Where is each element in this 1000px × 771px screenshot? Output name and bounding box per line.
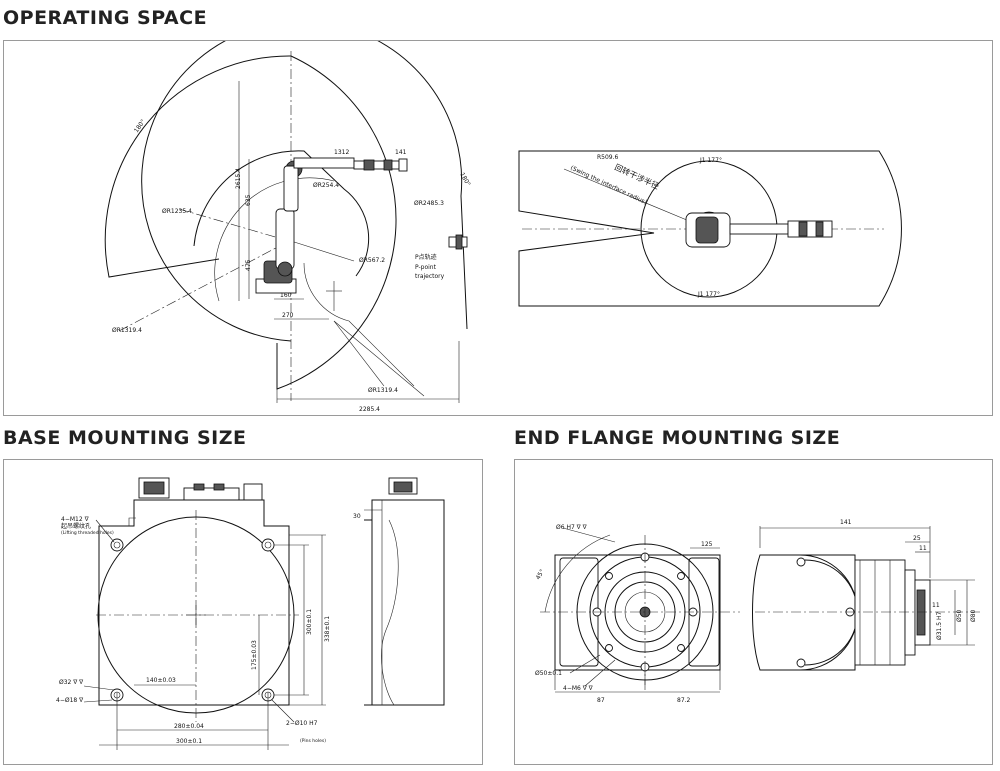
holes-label: Ø6 H7 ∇ ∇ bbox=[556, 524, 588, 531]
d30-label: 30 bbox=[353, 513, 361, 520]
p-point-cn: P点轨迹 bbox=[415, 253, 437, 261]
dim-475: 475 bbox=[245, 259, 252, 271]
d87-label: 87 bbox=[597, 697, 605, 704]
d11-label: 11 bbox=[919, 545, 927, 552]
operating-space-panel: 1312 141 ØR254.4 ØR1235.4 ØR2485.3 ØR567… bbox=[3, 40, 993, 416]
dim-635: 635 bbox=[245, 194, 252, 206]
radius-line-4 bbox=[333, 320, 425, 397]
dim-160: 160 bbox=[280, 292, 292, 299]
d300v-label: 300±0.1 bbox=[306, 609, 313, 635]
radius-line-1 bbox=[118, 240, 290, 332]
d872-label: 87.2 bbox=[677, 697, 691, 704]
flange-side-view bbox=[752, 526, 980, 671]
d315-label: Ø31.5 H7 bbox=[936, 611, 943, 640]
dim-r254: ØR254.4 bbox=[313, 182, 339, 189]
d50b-label: Ø50 bbox=[956, 609, 963, 622]
d141-label: 141 bbox=[840, 519, 852, 526]
dim-141: 141 bbox=[395, 149, 407, 156]
radius-line-5 bbox=[290, 240, 355, 262]
p-point-tool bbox=[448, 234, 468, 250]
radius-line-2 bbox=[178, 208, 290, 242]
base-connectors bbox=[138, 477, 263, 501]
swing-dim: R509.6 bbox=[597, 154, 619, 161]
title-end-flange-mounting-size: END FLANGE MOUNTING SIZE bbox=[514, 427, 841, 449]
p-point-en-1: P-point bbox=[415, 264, 437, 271]
lift-en: (Lifting threaded holes) bbox=[61, 530, 114, 536]
dim-r1235: ØR1235.4 bbox=[162, 208, 192, 215]
inner-envelope bbox=[141, 41, 468, 342]
d80-label: Ø80 bbox=[970, 609, 977, 622]
reach-arc-lower bbox=[303, 262, 415, 387]
d300h-label: 300±0.1 bbox=[176, 738, 202, 745]
d32-label: Ø32 ∇ ∇ bbox=[59, 679, 84, 686]
dim-r2485: ØR2485.3 bbox=[414, 200, 444, 207]
d50-label: Ø50±0.1 bbox=[535, 670, 562, 677]
j1-top: J1 177° bbox=[699, 157, 722, 164]
dim-r1319-bottom: ØR1319.4 bbox=[368, 387, 398, 394]
robot-top-view bbox=[685, 211, 833, 248]
d280-label: 280±0.04 bbox=[174, 723, 204, 730]
d18-label: 4−Ø18 ∇ bbox=[56, 697, 84, 704]
p-point-en-2: trajectory bbox=[415, 273, 445, 280]
dim-270: 270 bbox=[282, 312, 294, 319]
dim-2615: 2615.4 bbox=[235, 168, 242, 189]
flange-front-view bbox=[540, 527, 740, 693]
end-flange-panel: Ø6 H7 ∇ ∇ 45° 125 Ø50±0.1 4−M6 ∇ ∇ 87 87… bbox=[514, 459, 993, 765]
title-operating-space: OPERATING SPACE bbox=[3, 7, 208, 29]
base-outline bbox=[98, 499, 290, 706]
d125-label: 125 bbox=[701, 541, 713, 548]
dim-r1319-left: ØR1319.4 bbox=[112, 327, 142, 334]
reach-arc-small bbox=[214, 177, 335, 302]
dim-angle-180-right: 180° bbox=[458, 172, 471, 188]
end-flange-drawing: Ø6 H7 ∇ ∇ 45° 125 Ø50±0.1 4−M6 ∇ ∇ 87 87… bbox=[535, 519, 980, 704]
lift-cn: 起吊螺纹孔 bbox=[61, 522, 91, 530]
outer-envelope bbox=[104, 55, 397, 390]
d11b-label: 11 bbox=[932, 602, 940, 609]
angle-label: 45° bbox=[535, 568, 546, 581]
dim-1312: 1312 bbox=[334, 149, 349, 156]
reach-arc-mid bbox=[193, 150, 370, 277]
m6-label: 4−M6 ∇ ∇ bbox=[563, 685, 594, 692]
pin-en: (Pins holes) bbox=[300, 738, 326, 744]
d338-label: 338±0.1 bbox=[324, 616, 331, 642]
mount-hole-tr bbox=[261, 538, 275, 552]
d140-label: 140±0.03 bbox=[146, 677, 176, 684]
pin-label: 2−Ø10 H7 bbox=[286, 720, 318, 727]
robot-side-view bbox=[255, 157, 408, 294]
base-mounting-panel: 4−M12 ∇ 起吊螺纹孔 (Lifting threaded holes) Ø… bbox=[3, 459, 483, 765]
radius-line-3 bbox=[333, 320, 385, 387]
title-base-mounting-size: BASE MOUNTING SIZE bbox=[3, 427, 247, 449]
dim-2285: 2285.4 bbox=[359, 406, 380, 413]
base-mounting-drawing: 4−M12 ∇ 起吊螺纹孔 (Lifting threaded holes) Ø… bbox=[56, 477, 445, 750]
lift-label: 4−M12 ∇ bbox=[61, 516, 90, 523]
d175-label: 175±0.03 bbox=[251, 640, 258, 670]
top-view bbox=[518, 150, 902, 307]
j1-bottom: J1 177° bbox=[697, 291, 720, 298]
operating-space-drawing: 1312 141 ØR254.4 ØR1235.4 ØR2485.3 ØR567… bbox=[104, 41, 902, 413]
base-side-view bbox=[364, 477, 445, 706]
dim-r567: ØR567.2 bbox=[359, 257, 385, 264]
d25-label: 25 bbox=[913, 535, 921, 542]
